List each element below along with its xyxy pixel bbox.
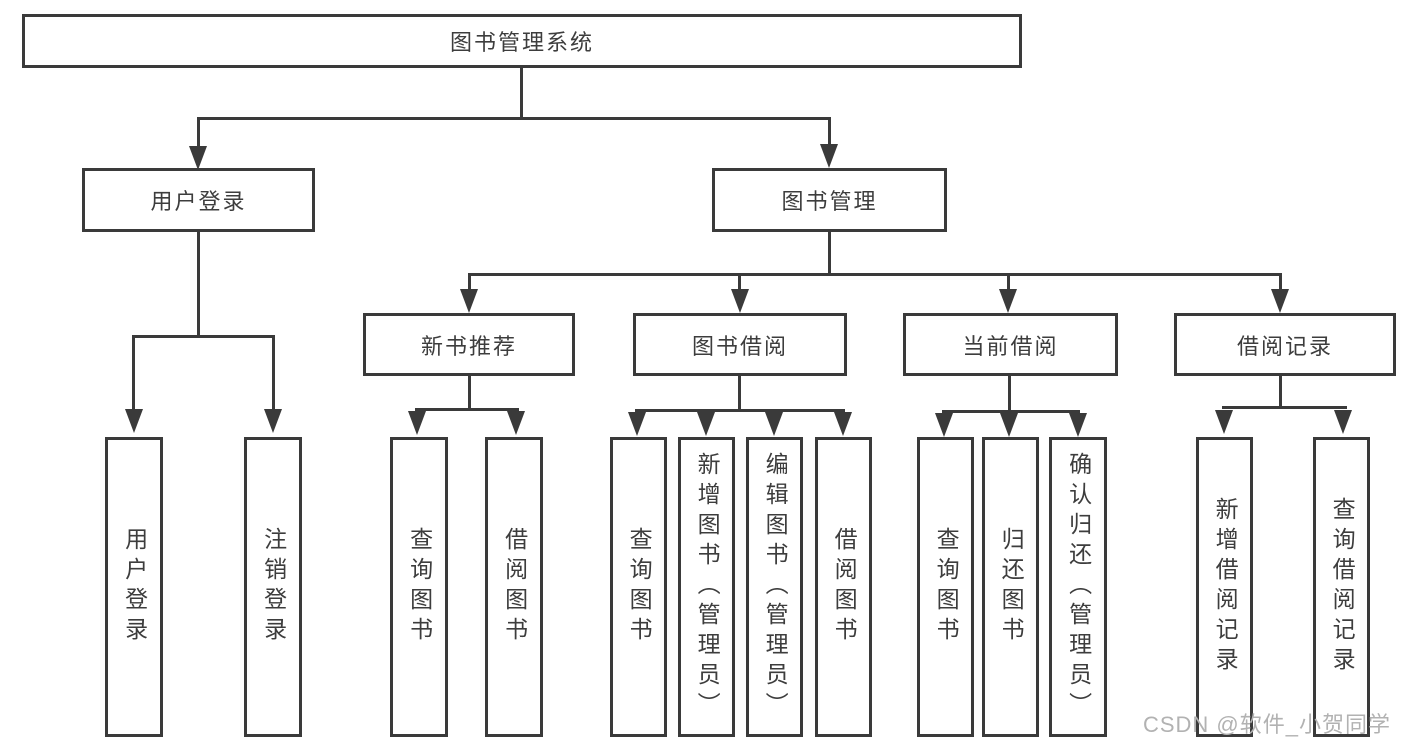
leaf-return-book: 归还图书 [982,437,1039,737]
arrowhead-down-icon [697,412,715,436]
connector-line [1007,273,1010,291]
connector-line [1279,376,1282,406]
connector-line [272,335,275,411]
arrowhead-down-icon [460,289,478,313]
arrowhead-down-icon [264,409,282,433]
arrowhead-down-icon [408,411,426,435]
connector-line [197,232,200,335]
arrowhead-down-icon [628,412,646,436]
node-new-book-recommend: 新书推荐 [363,313,575,376]
connector-line [828,232,831,273]
leaf-logout: 注销登录 [244,437,302,737]
arrowhead-down-icon [1069,413,1087,437]
leaf-edit-book-admin: 编辑图书（管理员） [746,437,803,737]
connector-line [133,335,275,338]
arrowhead-down-icon [935,413,953,437]
watermark: CSDN @软件_小贺同学 [1142,712,1391,737]
connector-line [468,273,471,291]
arrowhead-down-icon [1334,410,1352,434]
connector-line [132,335,135,411]
arrowhead-down-icon [1271,289,1289,313]
node-root: 图书管理系统 [22,14,1022,68]
node-user-login: 用户登录 [82,168,315,232]
connector-line [415,408,519,411]
leaf-confirm-return-admin: 确认归还（管理员） [1049,437,1107,737]
leaf-add-borrow-record: 新增借阅记录 [1196,437,1253,737]
arrowhead-down-icon [189,146,207,170]
connector-line [197,117,200,148]
node-borrow-records: 借阅记录 [1174,313,1396,376]
leaf-query-books-recommend: 查询图书 [390,437,448,737]
connector-line [468,376,471,408]
arrowhead-down-icon [834,412,852,436]
connector-line [1279,273,1282,291]
leaf-query-borrow-record: 查询借阅记录 [1313,437,1370,737]
connector-line [197,117,831,120]
leaf-user-login: 用户登录 [105,437,163,737]
arrowhead-down-icon [507,411,525,435]
leaf-borrow-books-recommend: 借阅图书 [485,437,543,737]
connector-line [468,273,1282,276]
leaf-query-books-current: 查询图书 [917,437,974,737]
node-current-borrow: 当前借阅 [903,313,1118,376]
arrowhead-down-icon [765,412,783,436]
arrowhead-down-icon [1215,410,1233,434]
leaf-borrow-books: 借阅图书 [815,437,872,737]
leaf-add-book-admin: 新增图书（管理员） [678,437,735,737]
connector-line [738,273,741,291]
connector-line [1008,376,1011,410]
connector-line [828,117,831,146]
connector-line [635,409,845,412]
arrowhead-down-icon [731,289,749,313]
arrowhead-down-icon [1000,413,1018,437]
arrowhead-down-icon [999,289,1017,313]
connector-line [942,410,1080,413]
node-book-borrow: 图书借阅 [633,313,847,376]
connector-line [520,68,523,117]
node-book-management: 图书管理 [712,168,947,232]
connector-line [738,376,741,409]
arrowhead-down-icon [820,144,838,168]
arrowhead-down-icon [125,409,143,433]
leaf-query-books-borrow: 查询图书 [610,437,667,737]
connector-line [1222,406,1347,409]
